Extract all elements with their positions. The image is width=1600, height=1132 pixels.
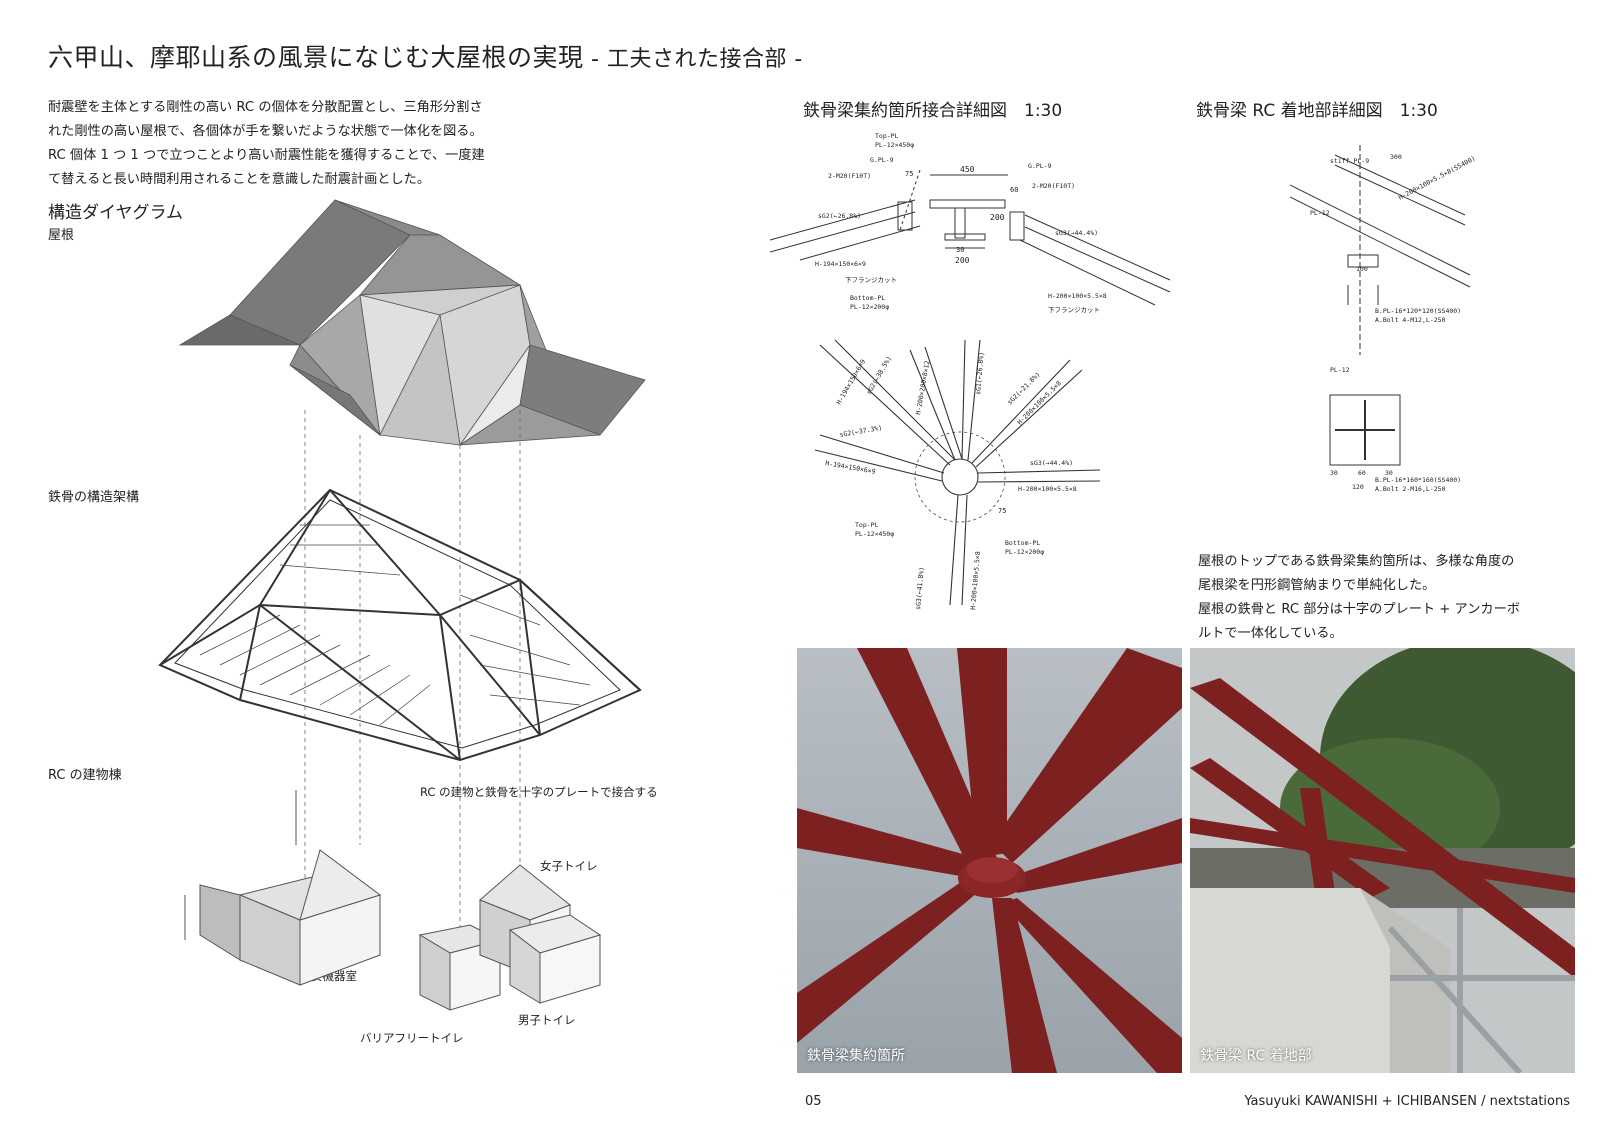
d1-sg3: sG3(→44.4%) [1055,229,1098,237]
d1-dim-75: 75 [905,170,913,178]
d1-gpl-left: G.PL-9 [870,156,894,164]
d1p-8: H-194×150×6×9 [825,459,877,476]
diagram-heading: 構造ダイヤグラム [48,203,183,223]
d1p-11: Top-PL [855,521,879,529]
detail-description: 屋根のトップである鉄骨梁集約箇所は、多様な角度の 尾根梁を円形鋼管納まりで単純化… [1198,554,1520,641]
d1-dim-60: 60 [1010,186,1018,194]
d1p-14: PL-12×200φ [1005,548,1044,556]
photo-left-caption: 鉄骨梁集約箇所 [807,1048,905,1064]
d1-gpl-right: G.PL-9 [1028,162,1052,170]
d2-abolt: A.Bolt 4-M12,L-250 [1375,316,1446,324]
d1-h200: H-200×100×5.5×8 [1048,292,1107,300]
d2-bpl2: B.PL-16*160*160(SS400) [1375,476,1461,484]
d1p-15: sG3(←41.8%) [914,567,926,611]
d1p-12: PL-12×450φ [855,530,894,538]
steel-frame-illustration [158,488,642,762]
d1p-1: sG2(←38.5%) [865,355,893,396]
label-womens-toilet: 女子トイレ [540,859,598,873]
d1-bolt-left: 2-M20(F10T) [828,172,871,180]
d2-30a: 30 [1330,469,1338,477]
label-mens-toilet: 男子トイレ [518,1013,576,1027]
rc-landing-photo-art [1190,648,1575,1073]
d1-dim-450: 450 [960,165,975,174]
d1-h194: H-194×150×6×9 [815,260,866,268]
d2-100: 100 [1356,265,1368,273]
drawing1-title: 鉄骨梁集約箇所接合詳細図 1:30 [803,101,1063,121]
page-title: 六甲山、摩耶山系の風景になじむ大屋根の実現 - 工夫された接合部 - [48,38,803,74]
d1-flange-left: 下フランジカット [845,276,897,284]
d1p-3: H-200×200×8×12 [914,360,931,415]
title-sub: - 工夫された接合部 - [583,47,803,72]
d2-60: 60 [1358,469,1366,477]
rc-buildings-illustration [184,790,602,1011]
d1-bottom-pl-size: PL-12×200φ [850,303,889,311]
d2-pl12: PL-12 [1310,209,1330,217]
joint-section-drawing: Top-PL PL-12×450φ G.PL-9 G.PL-9 2-M20(F1… [770,132,1171,314]
d2-120: 120 [1352,483,1364,491]
frame-label: 鉄骨の構造架構 [48,490,140,505]
d1p-2: H-194×150×6×9 [835,358,867,406]
d1-sg2: sG2(←26.8%) [818,212,861,220]
intro-paragraph: 耐震壁を主体とする剛性の高い RC の個体を分散配置とし、三角形分割さ れた剛性… [48,100,485,187]
d1-top-pl-size: PL-12×450φ [875,141,914,149]
page-number: 05 [805,1094,822,1109]
joint-plan-drawing: sG2(←38.5%) H-194×150×6×9 H-200×200×8×12… [814,339,1101,611]
d2-abolt2: A.Bolt 2-M16,L-250 [1375,485,1446,493]
d1p-4: sG1(←26.8%) [974,352,986,396]
steel-joint-photo-art [797,648,1182,1073]
d2-300: 300 [1390,153,1402,161]
d1-flange-right: 下フランジカット [1048,306,1100,314]
d1p-13: Bottom-PL [1005,539,1040,547]
d1p-9: sG3(→44.4%) [1030,459,1073,467]
d2-h200: H-200×100×5.5×8(SS400) [1397,154,1477,201]
d1p-7: sG2(←37.3%) [839,424,883,439]
rc-landing-drawing: stiff.PL-9 300 PL-12 H-200×100×5.5×8(SS4… [1290,145,1477,493]
d2-30b: 30 [1385,469,1393,477]
d1-dim-30: 30 [956,246,964,254]
drawing2-title: 鉄骨梁 RC 着地部詳細図 1:30 [1196,101,1438,121]
footer-credit: Yasuyuki KAWANISHI + ICHIBANSEN / nextst… [1244,1094,1570,1109]
photo-steel-joint: 鉄骨梁集約箇所 [797,648,1182,1073]
connection-callout: RC の建物と鉄骨を十字のプレートで接合する [420,785,658,799]
photo-right-caption: 鉄骨梁 RC 着地部 [1200,1048,1312,1064]
d2-pl12b: PL-12 [1330,366,1350,374]
photo-rc-landing: 鉄骨梁 RC 着地部 [1190,648,1575,1073]
d1p-17: 75 [998,507,1006,515]
d1p-10: H-200×100×5.5×8 [1018,485,1077,493]
d1-top-pl: Top-PL [875,132,899,140]
roof-label: 屋根 [48,228,75,243]
d2-bpl: B.PL-16*120*120(SS400) [1375,307,1461,315]
label-barrierfree-toilet: バリアフリートイレ [360,1031,464,1045]
structure-diagram [158,199,646,1011]
d1-bolt-right: 2-M20(F10T) [1032,182,1075,190]
d1-dim-200v: 200 [990,213,1005,222]
d2-stiff: stiff.PL-9 [1330,157,1369,165]
title-main: 六甲山、摩耶山系の風景になじむ大屋根の実現 [48,43,584,72]
d1-dim-200h: 200 [955,256,970,265]
d1-bottom-pl: Bottom-PL [850,294,885,302]
d1p-16: H-200×100×5.5×8 [969,551,982,610]
roof-illustration [178,199,646,447]
rc-label: RC の建物棟 [48,768,122,783]
